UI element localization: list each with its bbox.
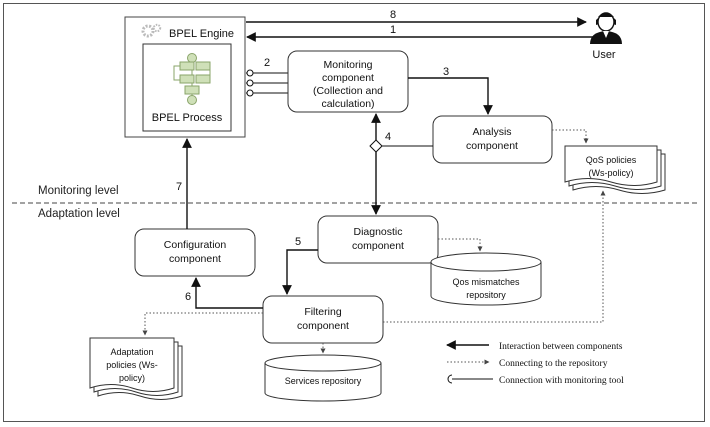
svg-text:(Collection and: (Collection and <box>313 85 383 97</box>
svg-text:component: component <box>169 253 221 265</box>
legend: Interaction between components Connectin… <box>446 340 624 386</box>
arrow-5 <box>282 249 318 295</box>
svg-text:(Ws-policy): (Ws-policy) <box>589 168 634 178</box>
arrow-3-label: 3 <box>443 66 449 78</box>
bpel-engine-label: BPEL Engine <box>169 28 234 40</box>
svg-text:QoS policies: QoS policies <box>586 155 637 165</box>
gear-icon <box>141 23 162 38</box>
services-repository: Services repository <box>264 354 382 402</box>
svg-text:Monitoring: Monitoring <box>323 59 372 71</box>
svg-text:component: component <box>297 320 349 332</box>
qos-mismatch-repository: Qos mismatches repository <box>430 252 542 306</box>
qos-policies-document: QoS policies (Ws-policy) <box>564 145 666 194</box>
legend-repository-text: Connecting to the repository <box>499 359 608 369</box>
analysis-component: Analysis component <box>432 115 553 164</box>
svg-text:calculation): calculation) <box>321 98 374 110</box>
monitoring-level-label: Monitoring level <box>38 185 119 197</box>
adaptation-policies-document: Adaptation policies (Ws- policy) <box>89 337 183 400</box>
arrow-7-label: 7 <box>176 181 182 193</box>
arrow-2-label: 2 <box>264 57 270 69</box>
adaptation-level-label: Adaptation level <box>38 208 120 220</box>
monitoring-tool-connectors <box>246 69 288 97</box>
svg-text:Configuration: Configuration <box>164 239 227 251</box>
diagnostic-component: Diagnostic component <box>317 215 439 264</box>
svg-text:policy): policy) <box>119 373 145 383</box>
arrow-5-label: 5 <box>295 236 301 248</box>
bpel-process-label: BPEL Process <box>152 112 223 124</box>
svg-text:component: component <box>352 240 404 252</box>
svg-text:Qos mismatches: Qos mismatches <box>452 277 520 287</box>
bpel-engine: BPEL Engine BPEL Process <box>124 16 246 138</box>
arrow-3 <box>408 77 493 115</box>
arrow-8-label: 8 <box>390 9 396 21</box>
arrow-1-label: 1 <box>390 24 396 36</box>
svg-text:Diagnostic: Diagnostic <box>353 226 402 238</box>
svg-text:Filtering: Filtering <box>304 306 342 318</box>
diagram-frame <box>3 3 705 422</box>
svg-text:component: component <box>466 140 518 152</box>
svg-text:Analysis: Analysis <box>472 126 511 138</box>
svg-text:component: component <box>322 72 374 84</box>
legend-monitoring-text: Connection with monitoring tool <box>499 376 624 386</box>
arrow-6 <box>191 277 263 309</box>
user-icon <box>590 12 622 44</box>
repository-connections <box>142 129 606 354</box>
svg-text:repository: repository <box>466 290 506 300</box>
legend-interaction-text: Interaction between components <box>499 342 623 352</box>
svg-text:Adaptation: Adaptation <box>110 347 153 357</box>
arrow-4-label: 4 <box>385 131 391 143</box>
process-flow-icon <box>173 53 211 105</box>
svg-text:policies (Ws-: policies (Ws- <box>106 360 158 370</box>
monitoring-component: Monitoring component (Collection and cal… <box>287 50 409 113</box>
arrow-6-label: 6 <box>185 291 191 303</box>
filtering-component: Filtering component <box>262 295 384 344</box>
configuration-component: Configuration component <box>134 228 256 277</box>
arrow-monitoring-diagnostic <box>369 113 433 215</box>
user-label: User <box>592 49 616 61</box>
svg-text:Services repository: Services repository <box>285 376 362 386</box>
